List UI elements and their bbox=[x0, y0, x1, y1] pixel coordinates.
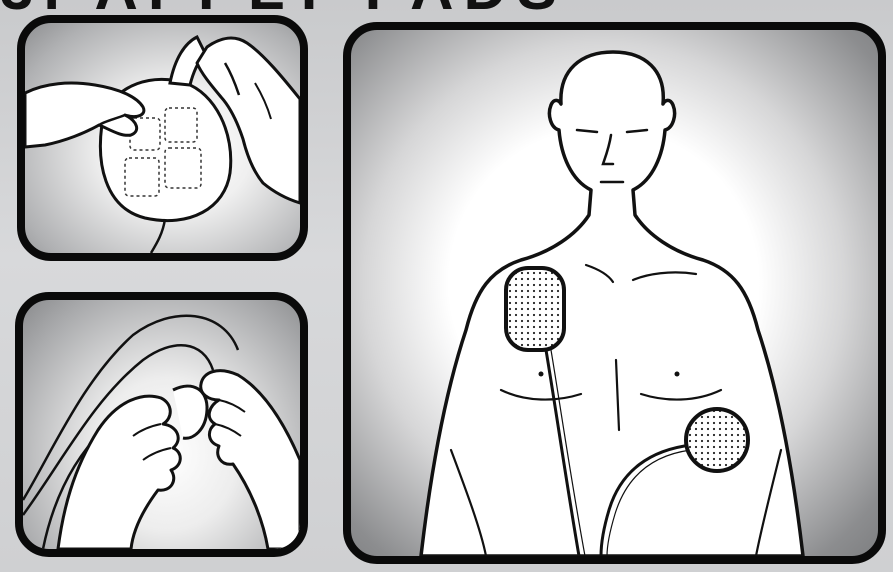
peel-package-illustration bbox=[25, 23, 300, 253]
remove-pads-illustration bbox=[23, 300, 300, 549]
lower-pad bbox=[686, 409, 748, 471]
instruction-title-partial: 3. APPLY PADS bbox=[0, 0, 893, 12]
pad-placement-illustration bbox=[351, 30, 878, 556]
upper-pad bbox=[506, 268, 564, 350]
peel-package-panel bbox=[17, 15, 308, 261]
remove-pads-panel bbox=[15, 292, 308, 557]
pad-placement-panel bbox=[343, 22, 886, 564]
